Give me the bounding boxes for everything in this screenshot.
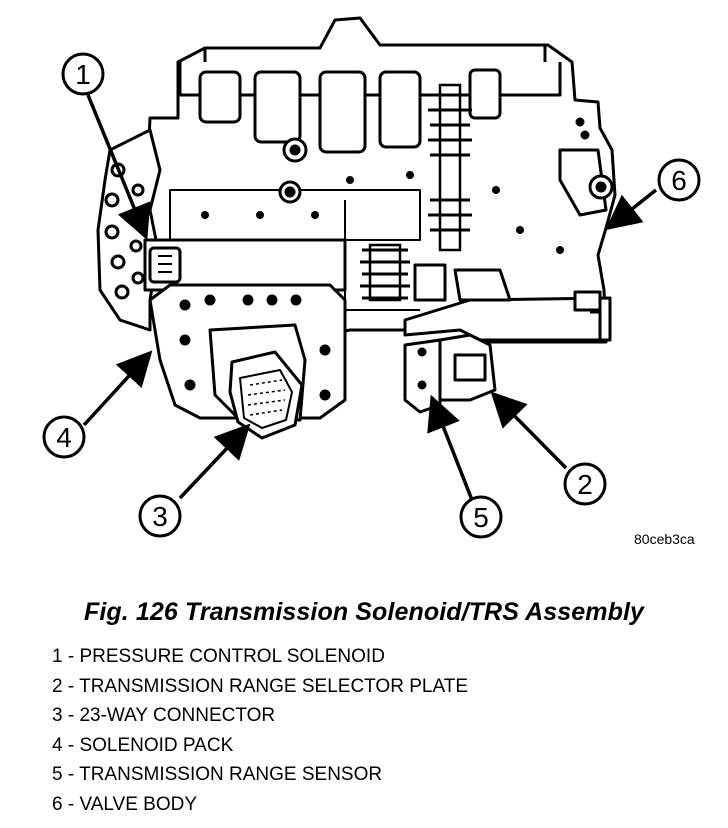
accumulator-springs [360, 83, 472, 302]
callout-label: 1 [75, 59, 91, 90]
leader-4 [82, 350, 153, 427]
range-selector-plate [403, 263, 612, 342]
leader-3 [178, 423, 251, 500]
assembly-illustration: 1 2 3 4 5 6 [42, 16, 701, 539]
callout-6: 6 [657, 158, 701, 202]
legend-item: 1 - PRESSURE CONTROL SOLENOID [52, 646, 385, 667]
legend-item: 6 - VALVE BODY [52, 793, 198, 815]
legend-item: 2 - TRANSMISSION RANGE SELECTOR PLATE [52, 675, 468, 697]
image-code: 80ceb3ca [634, 531, 695, 547]
leader-5 [427, 394, 474, 501]
leader-lines [82, 94, 658, 501]
range-sensor [403, 333, 497, 414]
callouts: 1 2 3 4 5 6 [42, 52, 701, 539]
leader-1 [86, 94, 151, 241]
callout-3: 3 [138, 494, 182, 538]
pressure-control-solenoid [143, 238, 347, 292]
leader-2 [490, 391, 568, 470]
callout-label: 3 [152, 501, 168, 532]
callout-4: 4 [42, 415, 86, 459]
callout-label: 2 [577, 469, 593, 500]
leader-6 [605, 188, 658, 231]
callout-label: 6 [671, 165, 687, 196]
callout-1: 1 [61, 52, 105, 96]
figure-caption: Fig. 126 Transmission Solenoid/TRS Assem… [83, 598, 644, 626]
callout-5: 5 [459, 495, 503, 539]
legend-item: 5 - TRANSMISSION RANGE SENSOR [52, 764, 383, 785]
legend-item: 3 - 23-WAY CONNECTOR [52, 705, 276, 726]
callout-2: 2 [563, 462, 607, 506]
legend-list: 1 - PRESSURE CONTROL SOLENOID 2 - TRANSM… [52, 642, 468, 819]
legend-item: 4 - SOLENOID PACK [52, 734, 234, 756]
callout-label: 5 [473, 502, 489, 533]
connector-23-way [208, 323, 307, 440]
callout-label: 4 [56, 422, 72, 453]
